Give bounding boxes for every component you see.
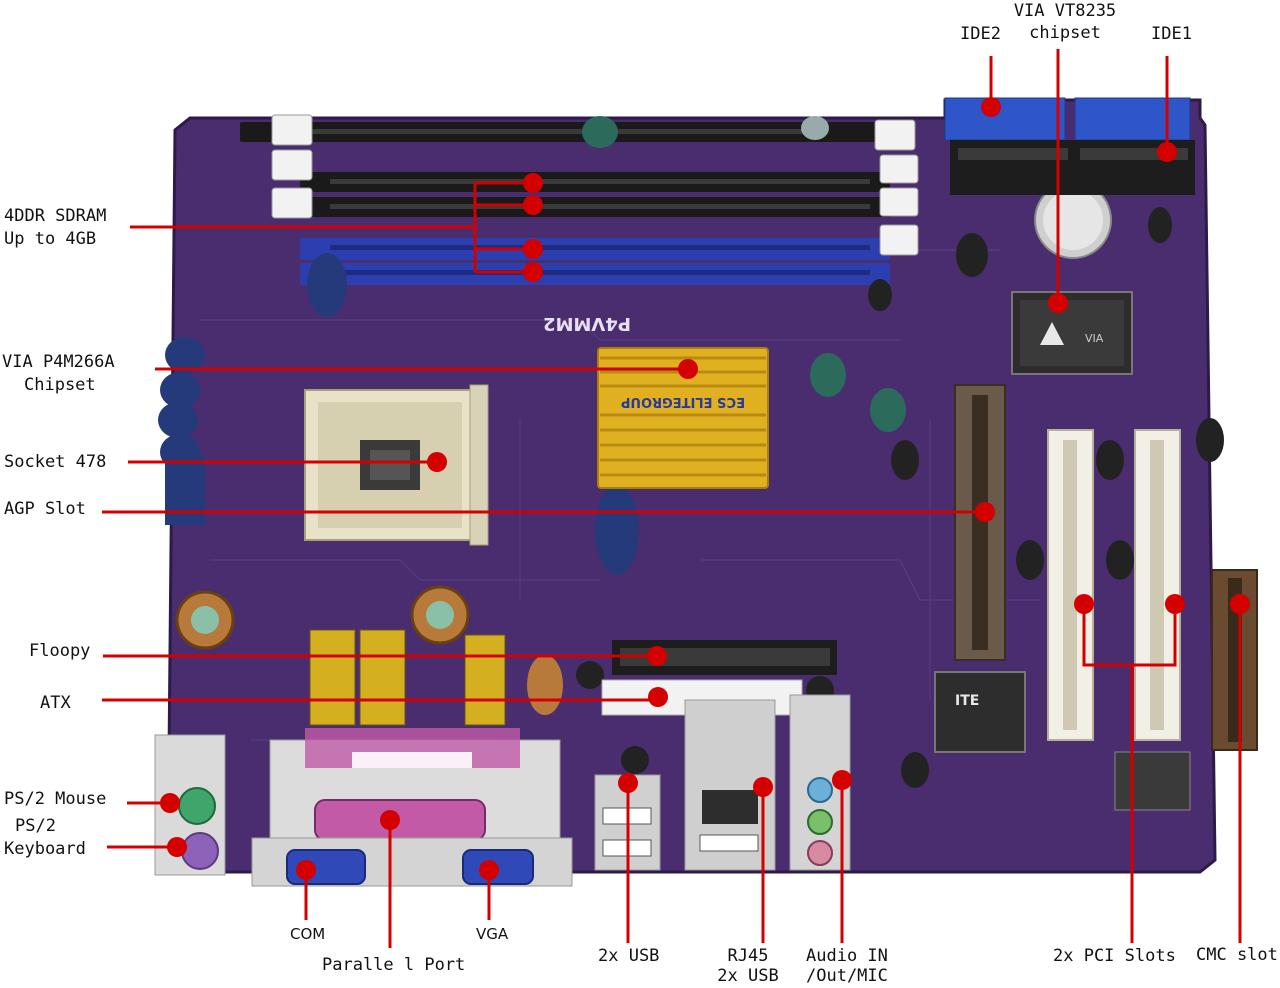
- label-ps2-mouse: PS/2 Mouse: [4, 789, 107, 809]
- label-agp: AGP Slot: [4, 499, 86, 519]
- callout-pci-line: [1082, 604, 1177, 667]
- label-parallel: Paralle l Port: [322, 955, 466, 975]
- label-com: COM: [290, 925, 326, 943]
- agp-slot-graphic: [954, 384, 1006, 661]
- dimm-slots: [240, 114, 919, 285]
- southbridge-chip: VIA: [1011, 291, 1133, 375]
- label-cmc: CMC slot: [1196, 945, 1278, 965]
- label-ps2-keyboard-line2: Keyboard: [4, 839, 86, 859]
- label-usb: 2x USB: [598, 946, 660, 966]
- label-ide1: IDE1: [1151, 24, 1192, 44]
- label-rj45-line2: 2x USB: [717, 966, 779, 986]
- pci-slots-graphic: [1047, 429, 1181, 741]
- via-logo-text: VIA: [1085, 332, 1104, 345]
- label-socket: Socket 478: [4, 452, 107, 472]
- ide1-connector: [1074, 97, 1191, 141]
- callout-dots: [160, 97, 1250, 880]
- board-model-text: P4VMM2: [543, 313, 631, 334]
- label-floppy: Floopy: [29, 641, 91, 661]
- ps2-mouse-port: [178, 787, 216, 825]
- svg-text:ITE: ITE: [955, 693, 979, 709]
- label-audio-line1: Audio IN: [806, 946, 888, 966]
- label-ide2: IDE2: [960, 24, 1001, 44]
- label-vt8235-line1: VIA VT8235: [1013, 1, 1117, 21]
- label-atx: ATX: [40, 693, 71, 713]
- label-vga: VGA: [476, 925, 509, 943]
- label-northbridge-line1: VIA P4M266A: [2, 352, 115, 372]
- cpu-socket: [304, 384, 489, 546]
- ide2-connector: [944, 97, 1066, 141]
- ide-connectors: [944, 97, 1195, 195]
- brand-text: ECS ELITEGROUP: [621, 394, 745, 409]
- label-rj45-line1: RJ45: [727, 946, 769, 966]
- label-ddr-line1: 4DDR SDRAM: [4, 206, 107, 226]
- ps2-keyboard-port: [181, 832, 219, 870]
- ite-chip: ITE: [934, 671, 1026, 753]
- label-ps2-keyboard-line1: PS/2: [15, 816, 56, 836]
- northbridge-heatsink: ECS ELITEGROUP: [597, 347, 769, 489]
- callout-lines: [102, 49, 1242, 948]
- bios-chip: [1114, 751, 1191, 811]
- vrm-chokes: [175, 585, 563, 726]
- label-vt8235-line2: chipset: [1029, 23, 1101, 43]
- label-northbridge-line2: Chipset: [24, 375, 96, 395]
- label-audio-line2: /Out/MIC: [806, 966, 888, 986]
- label-pci: 2x PCI Slots: [1053, 946, 1176, 966]
- capacitors: [307, 116, 1224, 788]
- label-ddr-line2: Up to 4GB: [4, 229, 97, 249]
